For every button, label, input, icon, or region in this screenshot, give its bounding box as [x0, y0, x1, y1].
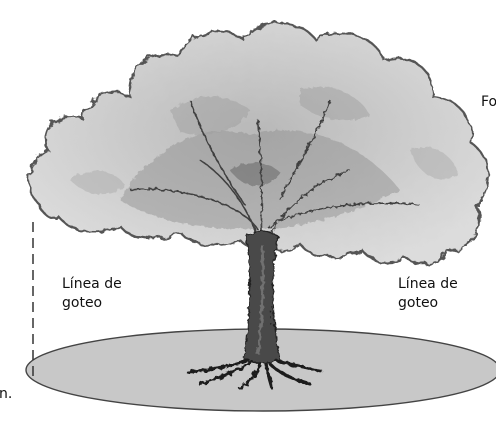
tree-trunk — [243, 230, 281, 364]
cut-off-label-bottom-left: n. — [0, 386, 13, 402]
cut-off-label-top-right: Fo — [481, 94, 496, 110]
drip-line-label-left-line1: Línea de — [62, 276, 122, 292]
canopy-shading — [70, 86, 458, 230]
drip-line-label-left: Línea de goteo — [62, 275, 122, 313]
tree-roots — [186, 358, 324, 390]
drip-line-label-right-line2: goteo — [398, 295, 439, 311]
drip-line-label-left-line2: goteo — [62, 295, 103, 311]
drip-line-label-right-line1: Línea de — [398, 276, 458, 292]
drip-line-label-right: Línea de goteo — [398, 275, 458, 313]
